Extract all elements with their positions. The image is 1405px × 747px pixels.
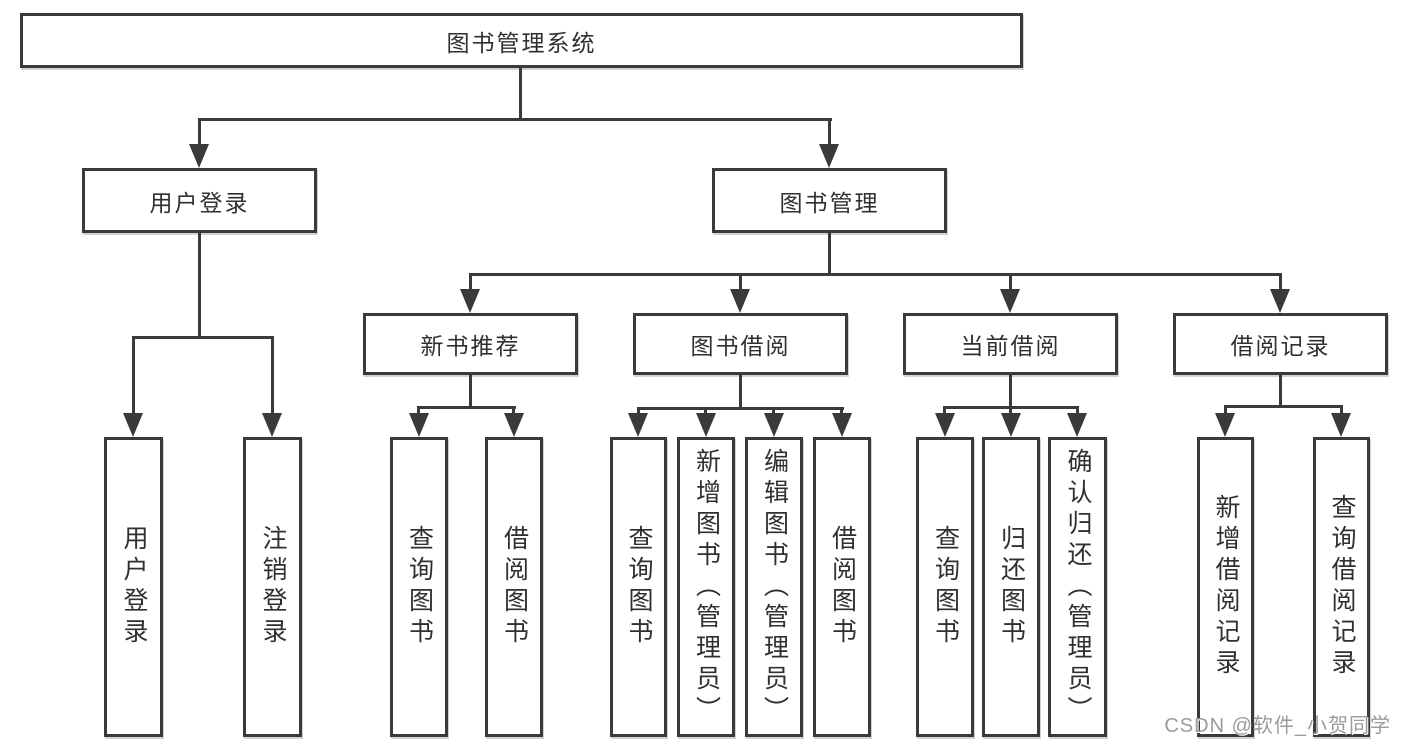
- connector-line: [519, 68, 522, 118]
- arrowhead-down-icon: [696, 413, 716, 437]
- connector-line: [132, 336, 135, 417]
- node-user-login: 用户登录: [82, 168, 317, 233]
- leaf-edit-book-admin-label: 编辑图书（管理员）: [760, 447, 789, 727]
- connector-line: [512, 406, 515, 418]
- arrowhead-down-icon: [1067, 413, 1087, 437]
- node-book-management: 图书管理: [712, 168, 947, 233]
- connector-line: [1279, 375, 1282, 405]
- leaf-query-books-current-label: 查询图书: [931, 525, 960, 649]
- connector-line: [739, 375, 742, 407]
- arrowhead-down-icon: [262, 413, 282, 437]
- connector-line: [637, 407, 640, 418]
- node-borrowing-records: 借阅记录: [1173, 313, 1388, 375]
- connector-line: [637, 407, 844, 410]
- leaf-query-borrow-record-label: 查询借阅记录: [1328, 494, 1356, 680]
- arrowhead-down-icon: [832, 413, 852, 437]
- arrowhead-down-icon: [935, 413, 955, 437]
- node-library-system: 图书管理系统: [20, 13, 1023, 68]
- csdn-watermark: CSDN @软件_小贺同学: [1164, 715, 1391, 737]
- connector-line: [469, 375, 472, 406]
- node-library-system-label: 图书管理系统: [446, 29, 597, 56]
- node-book-borrowing: 图书借阅: [633, 313, 848, 375]
- connector-line: [1009, 375, 1012, 406]
- leaf-query-borrow-record: 查询借阅记录: [1313, 437, 1370, 737]
- leaf-borrow-books-recommend: 借阅图书: [485, 437, 543, 737]
- connector-line: [417, 406, 420, 418]
- connector-line: [828, 118, 831, 148]
- connector-line: [1279, 273, 1282, 293]
- connector-line: [417, 406, 516, 409]
- leaf-logout: 注销登录: [243, 437, 302, 737]
- connector-line: [772, 407, 775, 418]
- leaf-user-login-label: 用户登录: [120, 525, 148, 649]
- leaf-edit-book-admin: 编辑图书（管理员）: [745, 437, 803, 737]
- node-current-borrowing: 当前借阅: [903, 313, 1118, 375]
- leaf-query-books-recommend-label: 查询图书: [405, 525, 434, 649]
- arrowhead-down-icon: [628, 413, 648, 437]
- leaf-return-book: 归还图书: [982, 437, 1040, 737]
- connector-line: [828, 233, 831, 273]
- leaf-user-login: 用户登录: [104, 437, 163, 737]
- connector-line: [1009, 273, 1012, 293]
- node-book-management-label: 图书管理: [779, 189, 880, 216]
- connector-line: [198, 233, 201, 336]
- arrowhead-down-icon: [123, 413, 143, 437]
- node-current-borrowing-label: 当前借阅: [960, 333, 1061, 359]
- arrowhead-down-icon: [189, 144, 209, 168]
- connector-line: [469, 273, 1282, 276]
- leaf-add-borrow-record: 新增借阅记录: [1197, 437, 1254, 737]
- connector-line: [271, 336, 274, 417]
- leaf-add-book-admin: 新增图书（管理员）: [677, 437, 735, 737]
- connector-line: [1224, 405, 1343, 408]
- connector-line: [198, 118, 832, 121]
- node-new-book-recommend-label: 新书推荐: [420, 333, 521, 359]
- leaf-add-book-admin-label: 新增图书（管理员）: [692, 447, 721, 727]
- node-new-book-recommend: 新书推荐: [363, 313, 578, 375]
- arrowhead-down-icon: [819, 144, 839, 168]
- node-book-borrowing-label: 图书借阅: [690, 333, 791, 359]
- leaf-query-books-borrowing: 查询图书: [610, 437, 667, 737]
- connector-line: [1076, 406, 1079, 418]
- arrowhead-down-icon: [1000, 289, 1020, 313]
- leaf-confirm-return-admin-label: 确认归还（管理员）: [1064, 447, 1092, 727]
- leaf-query-books-current: 查询图书: [916, 437, 974, 737]
- connector-line: [840, 407, 843, 418]
- arrowhead-down-icon: [1215, 413, 1235, 437]
- arrowhead-down-icon: [504, 413, 524, 437]
- leaf-query-books-borrowing-label: 查询图书: [625, 525, 653, 649]
- leaf-borrow-books-label: 借阅图书: [828, 525, 857, 649]
- arrowhead-down-icon: [764, 413, 784, 437]
- connector-line: [1009, 406, 1012, 418]
- leaf-logout-label: 注销登录: [259, 525, 287, 649]
- connector-line: [469, 273, 472, 293]
- connector-line: [198, 118, 201, 148]
- arrowhead-down-icon: [1001, 413, 1021, 437]
- connector-line: [943, 406, 946, 418]
- node-borrowing-records-label: 借阅记录: [1230, 333, 1331, 359]
- connector-line: [132, 336, 274, 339]
- leaf-borrow-books: 借阅图书: [813, 437, 871, 737]
- node-user-login-label: 用户登录: [149, 189, 250, 216]
- leaf-return-book-label: 归还图书: [997, 525, 1026, 649]
- arrowhead-down-icon: [409, 413, 429, 437]
- connector-line: [1340, 405, 1343, 418]
- leaf-confirm-return-admin: 确认归还（管理员）: [1048, 437, 1107, 737]
- leaf-borrow-books-recommend-label: 借阅图书: [500, 525, 529, 649]
- leaf-query-books-recommend: 查询图书: [390, 437, 448, 737]
- connector-line: [704, 407, 707, 418]
- arrowhead-down-icon: [460, 289, 480, 313]
- arrowhead-down-icon: [1270, 289, 1290, 313]
- arrowhead-down-icon: [1331, 413, 1351, 437]
- leaf-add-borrow-record-label: 新增借阅记录: [1212, 494, 1240, 680]
- arrowhead-down-icon: [730, 289, 750, 313]
- connector-line: [1224, 405, 1227, 418]
- connector-line: [739, 273, 742, 293]
